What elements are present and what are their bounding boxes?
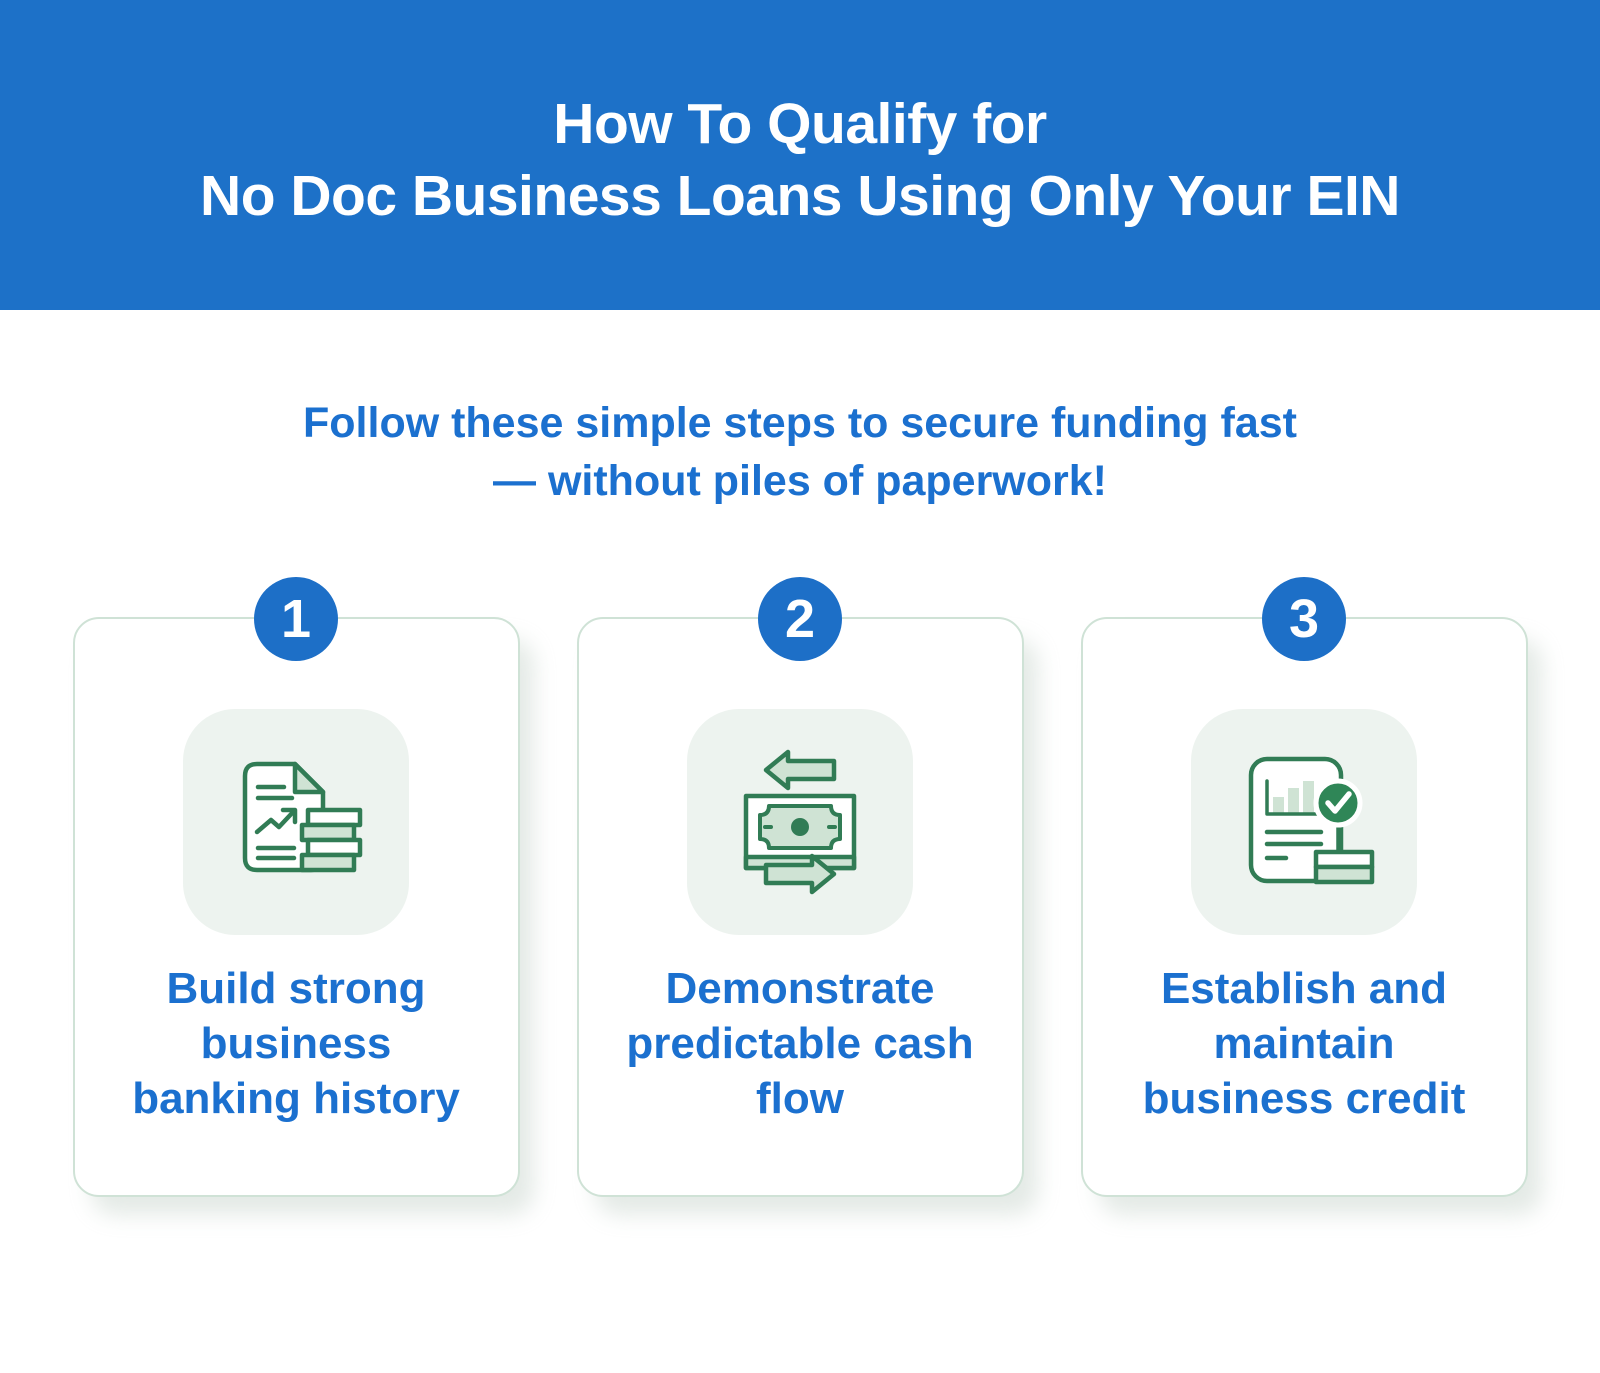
step-1-title-line-3: banking history [132, 1073, 460, 1123]
subtitle-line-1: Follow these simple steps to secure fund… [303, 399, 1297, 447]
header-banner: How To Qualify for No Doc Business Loans… [0, 0, 1600, 310]
page-title-line-2: No Doc Business Loans Using Only Your EI… [200, 164, 1400, 228]
business-credit-report-check-icon [1248, 756, 1375, 885]
step-2-title-line-2: predictable cash [626, 1018, 974, 1068]
step-1-icon-tile [183, 708, 409, 935]
step-3-number-badge: 3 [1262, 576, 1346, 661]
step-2-icon-tile [687, 708, 913, 935]
step-1-number: 1 [280, 588, 312, 649]
step-3-title: Establish and maintain business credit [1091, 961, 1518, 1126]
page-title-line-1: How To Qualify for [553, 91, 1047, 156]
subtitle-line-2: — without piles of paperwork! [493, 457, 1107, 506]
step-1-number-badge: 1 [254, 576, 338, 661]
step-1-title-line-1: Build strong [166, 963, 426, 1013]
bank-statement-coins-icon [242, 761, 363, 873]
step-3-icon-tile [1191, 708, 1417, 935]
step-1-title-line-2: business [200, 1018, 392, 1068]
step-3-title-line-2: maintain [1213, 1018, 1395, 1068]
step-2-title-line-3: flow [756, 1073, 844, 1123]
step-card-2: 2 Demonstrate [576, 576, 1024, 1197]
step-3-title-line-1: Establish and [1160, 963, 1448, 1013]
steps-row: 1 [0, 576, 1600, 1197]
step-3-title-line-3: business credit [1142, 1073, 1466, 1123]
step-card-3: 3 [1080, 576, 1528, 1197]
step-1-title: Build strong business banking history [83, 961, 510, 1126]
page-title: How To Qualify for No Doc Business Loans… [200, 88, 1400, 233]
cash-flow-transfer-icon [743, 749, 857, 895]
step-card-1: 1 [72, 576, 520, 1197]
subtitle: Follow these simple steps to secure fund… [0, 394, 1600, 511]
step-2-number-badge: 2 [758, 576, 842, 661]
step-2-title: Demonstrate predictable cash flow [587, 961, 1014, 1126]
step-3-number: 3 [1288, 588, 1320, 649]
step-2-title-line-1: Demonstrate [665, 963, 935, 1013]
step-2-number: 2 [784, 588, 816, 649]
